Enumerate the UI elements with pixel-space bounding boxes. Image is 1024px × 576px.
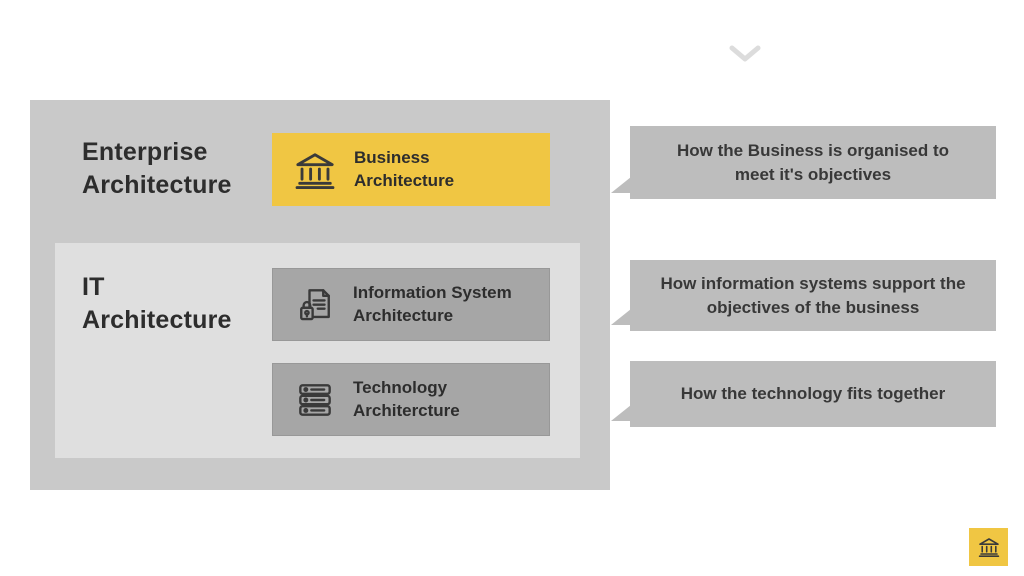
enterprise-architecture-label: Enterprise Architecture [82,138,232,199]
callout-information-system-text: How information systems support the obje… [660,273,966,317]
callout-tail [611,405,631,421]
document-lock-icon [293,283,337,327]
callout-business: How the Business is organised to meet it… [611,126,996,199]
it-architecture-label: IT Architecture [82,273,232,334]
enterprise-architecture-group: Enterprise Architecture Business Archite… [30,100,610,490]
chevron-down-icon [729,45,761,62]
bank-icon [292,149,338,191]
it-architecture-group: IT Architecture [55,243,580,458]
server-stack-icon [293,378,337,422]
information-system-architecture-label: Information System Architecture [353,283,512,325]
callout-tail [611,177,631,193]
technology-architecture-box: Technology Architercture [272,363,550,436]
business-architecture-box: Business Architecture [272,133,550,206]
information-system-architecture-box: Information System Architecture [272,268,550,341]
callout-business-text: How the Business is organised to meet it… [676,140,950,184]
callout-technology-text: How the technology fits together [680,384,946,404]
logo-badge [969,528,1008,566]
bank-icon [978,538,999,557]
callout-technology: How the technology fits together [611,361,996,427]
business-architecture-label: Business Architecture [354,148,455,190]
technology-architecture-label: Technology Architercture [353,378,460,420]
callout-information-system: How information systems support the obje… [611,260,996,331]
callout-tail [611,309,631,325]
